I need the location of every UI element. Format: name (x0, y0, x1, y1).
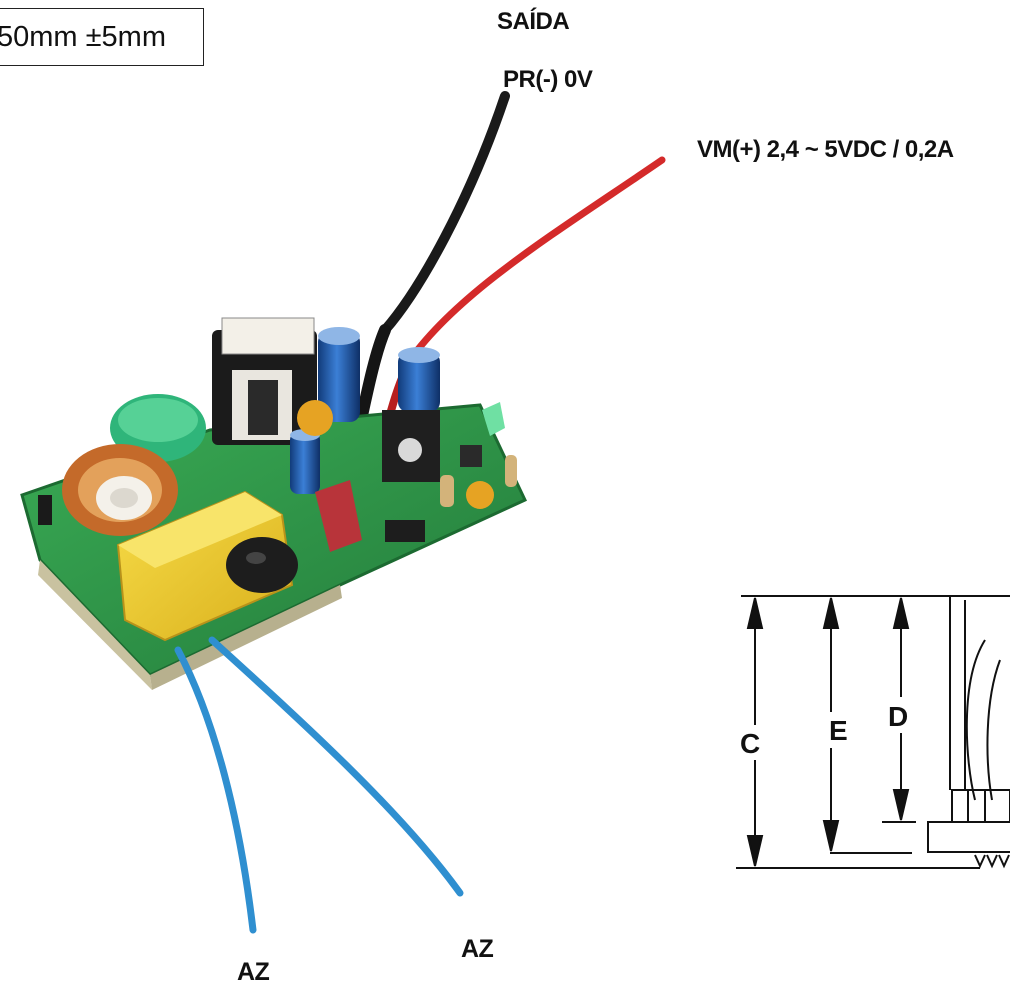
size-label-text: 50mm ±5mm (0, 21, 166, 53)
blue-wire-left (174, 646, 257, 934)
output-label: SAÍDA (497, 8, 570, 35)
resistor-2 (505, 455, 517, 487)
dimension-d-label: D (888, 701, 909, 732)
input-wire-label-right: AZ (461, 935, 494, 963)
ic-chip (385, 520, 425, 542)
red-wire (406, 156, 666, 364)
blue-wire-right (208, 636, 464, 897)
dimension-e-label: E (829, 715, 848, 746)
capacitor-green (110, 394, 206, 462)
pad-left (38, 495, 52, 525)
negative-terminal-label: PR(-) 0V (503, 66, 593, 93)
pcb-board (20, 317, 528, 690)
capacitor-blue-right (398, 347, 440, 412)
capacitor-blue-small (290, 429, 320, 494)
input-wire-label-left: AZ (237, 958, 270, 986)
resistor-1 (440, 475, 454, 507)
pcb-edge (38, 560, 152, 690)
capacitor-red (315, 480, 362, 552)
positive-terminal-label: VM(+) 2,4 ~ 5VDC / 0,2A (697, 136, 954, 163)
toroid-coil (62, 444, 178, 536)
size-label-box: 50mm ±5mm (0, 8, 204, 66)
output-wires (346, 91, 666, 466)
capacitor-orange-1 (297, 400, 333, 436)
led (482, 402, 505, 436)
capacitor-yellow (116, 490, 294, 642)
input-wires (174, 636, 464, 934)
varistor (226, 537, 298, 593)
capacitor-orange-2 (466, 481, 494, 509)
capacitor-blue-large (318, 327, 360, 422)
dimension-c-label: C (740, 728, 761, 759)
transformer (212, 317, 317, 445)
black-wire (380, 91, 510, 335)
dimension-drawing (736, 595, 1010, 869)
regulator (382, 410, 440, 482)
transistor (460, 445, 482, 467)
